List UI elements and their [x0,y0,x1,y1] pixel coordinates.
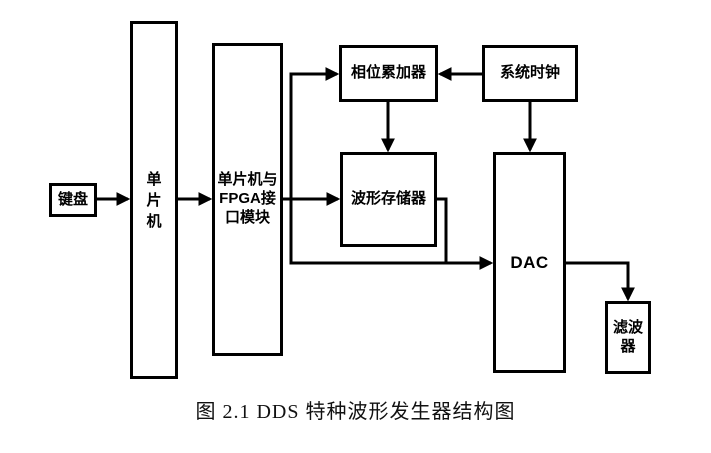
mcu-label: 单片机 [146,170,162,230]
node-mcu: 单片机 [130,21,178,379]
waveform-memory-label: 波形存储器 [350,190,426,208]
node-keyboard: 键盘 [49,183,97,217]
dac-label: DAC [510,252,549,272]
node-fpga-interface: 单片机与FPGA接口模块 [212,43,283,356]
phase-accumulator-label: 相位累加器 [350,64,426,82]
fpga-interface-label: 单片机与FPGA接口模块 [217,171,278,226]
keyboard-label: 键盘 [57,190,88,208]
system-clock-label: 系统时钟 [499,64,560,82]
filter-label: 滤波器 [612,318,643,355]
node-system-clock: 系统时钟 [482,45,578,102]
node-filter: 滤波器 [605,301,651,374]
node-waveform-memory: 波形存储器 [340,152,437,247]
node-dac: DAC [493,152,566,373]
figure-caption: 图 2.1 DDS 特种波形发生器结构图 [195,401,516,423]
node-phase-accumulator: 相位累加器 [339,45,438,102]
